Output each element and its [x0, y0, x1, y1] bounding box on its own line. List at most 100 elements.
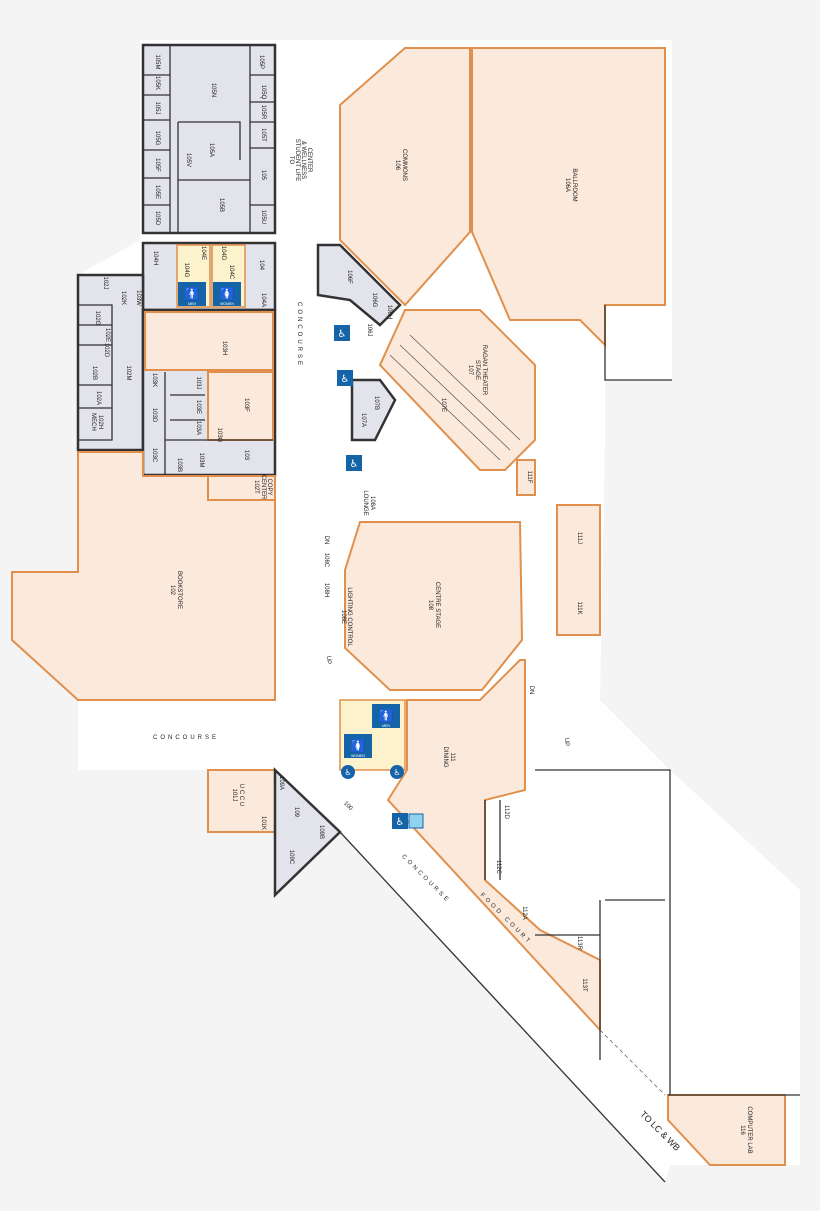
svg-text:♿: ♿	[338, 329, 347, 340]
svg-text:WOMEN: WOMEN	[351, 754, 365, 758]
room-label-103b: 103B	[176, 458, 182, 472]
concourse-label: CONCOURSE	[153, 735, 219, 741]
room-label-116_1: COMPUTER LAB	[746, 1106, 752, 1153]
bookstore-room	[11, 451, 276, 701]
room-label-107b: 107B	[373, 396, 379, 410]
svg-text:MEN: MEN	[382, 724, 390, 728]
room-label-105p: 105P	[258, 55, 264, 69]
room-label-105a: 105A	[208, 143, 214, 157]
svg-text:STUDENT LIFE: STUDENT LIFE	[294, 139, 300, 182]
room-label-106g: 106G	[371, 293, 377, 308]
room-label-up2: UP	[563, 738, 569, 746]
room-label-105g: 105G	[154, 131, 160, 146]
room-label-103d: 103D	[151, 408, 157, 423]
room-label-106_2: 106	[394, 160, 400, 171]
room-label-112a: 112A	[521, 906, 527, 920]
room-label-108_1: CENTRE STAGE	[434, 582, 440, 628]
room-label-106j: 106J	[366, 323, 372, 336]
wheelchair-accessible-icon: ♿	[390, 765, 404, 779]
concourse-wall	[339, 831, 666, 1183]
svg-text:♿: ♿	[350, 459, 359, 470]
room-label-103m: 103M	[198, 452, 204, 467]
room-label-107a: 107A	[360, 413, 366, 427]
restroom-men-icon: 🚹MEN	[372, 704, 400, 728]
room-label-108a_1: 108A	[369, 496, 375, 510]
room-label-107_1: RAGAN THEATER	[481, 345, 487, 396]
room-label-102_2: 102	[169, 585, 175, 596]
room-label-105b: 105B	[218, 198, 224, 212]
room-label-106_1: COMMONS	[401, 149, 407, 181]
room-label-dn1: DN	[323, 536, 329, 545]
room-label-102_1: BOOKSTORE	[176, 571, 182, 609]
room-label-108_2: 108	[427, 600, 433, 611]
ballroom-room	[471, 47, 666, 348]
svg-text:🚺: 🚺	[220, 287, 235, 301]
room-label-104g: 104G	[183, 263, 189, 278]
svg-text:WOMEN: WOMEN	[220, 302, 234, 306]
room-label-102h_1: MECH	[90, 413, 96, 431]
room-label-108c: 108C	[323, 553, 329, 568]
wheelchair-accessible-icon: ♿	[346, 455, 362, 471]
restroom-women-icon: 🚺WOMEN	[213, 282, 241, 306]
room-label-103: 103	[243, 450, 249, 461]
room-111F	[516, 459, 536, 496]
wing-102	[76, 273, 145, 452]
room-label-102t_1: COPY	[266, 478, 272, 495]
room-label-104a: 104A	[260, 293, 266, 307]
room-label-101k: 101K	[260, 816, 266, 830]
room-label-106f: 106F	[346, 270, 352, 284]
room-label-111j: 111J	[576, 532, 582, 544]
wall	[604, 305, 672, 381]
room-label-103j: 103J	[195, 376, 201, 389]
east-walls	[599, 890, 800, 1096]
copy-center-room	[207, 475, 276, 501]
room-label-up1: UP	[325, 656, 331, 664]
room-label-104: 104	[258, 260, 264, 271]
svg-text:🚹: 🚹	[185, 287, 200, 301]
room-label-102m: 102M	[125, 365, 131, 380]
room-label-107_3: 107	[467, 365, 473, 376]
room-label-103k: 103K	[151, 373, 157, 387]
room-label-102t_3: 102T	[253, 480, 259, 494]
room-label-112d: 112D	[503, 805, 509, 820]
room-label-104d: 104D	[220, 246, 226, 261]
room-label-111_1: 111	[449, 752, 455, 762]
room-label-111_2: DINING	[442, 747, 448, 768]
wing-103	[141, 308, 277, 477]
svg-text:MEN: MEN	[188, 302, 196, 306]
room-label-109: 109	[293, 807, 299, 818]
wheelchair-accessible-icon: ♿	[337, 370, 353, 386]
room-label-108e_1: LIGHTING CONTROL	[346, 587, 352, 647]
elevator-icon: ♿	[334, 325, 350, 341]
concourse-label: CONCOURSE	[296, 302, 302, 368]
room-label-105v: 105V	[185, 153, 191, 167]
svg-text:♿: ♿	[396, 817, 405, 828]
room-label-113r: 113R	[576, 936, 582, 951]
room-label-103w: 103W	[135, 290, 141, 306]
room-label-102h_2: 102H	[97, 415, 103, 429]
rooms-106-small	[316, 243, 402, 327]
room-label-105t: 105T	[260, 128, 266, 142]
room-label-103c: 103C	[151, 448, 157, 463]
room-label-104h: 104H	[152, 251, 158, 265]
room-label-109a: 109A	[278, 776, 284, 790]
room-label-103f: 103F	[243, 398, 249, 412]
commons-room	[339, 47, 471, 307]
room-label-105: 105	[260, 170, 266, 181]
svg-text:♿: ♿	[393, 768, 400, 777]
room-label-105r: 105R	[260, 105, 266, 120]
rooms-109	[273, 767, 342, 898]
svg-text:♿: ♿	[341, 374, 350, 385]
rooms-111J-111K	[556, 504, 601, 636]
room-label-105k: 105K	[154, 76, 160, 90]
rooms-107	[350, 378, 397, 442]
area-100-label: 100	[342, 801, 354, 813]
room-label-105q: 105Q	[260, 85, 266, 100]
room-label-108e_2: 108E	[340, 610, 346, 624]
room-label-103e: 103E	[195, 400, 201, 414]
room-label-112c: 112C	[495, 860, 501, 875]
svg-text:♿: ♿	[344, 768, 351, 777]
room-label-102e: 102E	[104, 328, 110, 342]
room-label-104c: 104C	[228, 265, 234, 280]
